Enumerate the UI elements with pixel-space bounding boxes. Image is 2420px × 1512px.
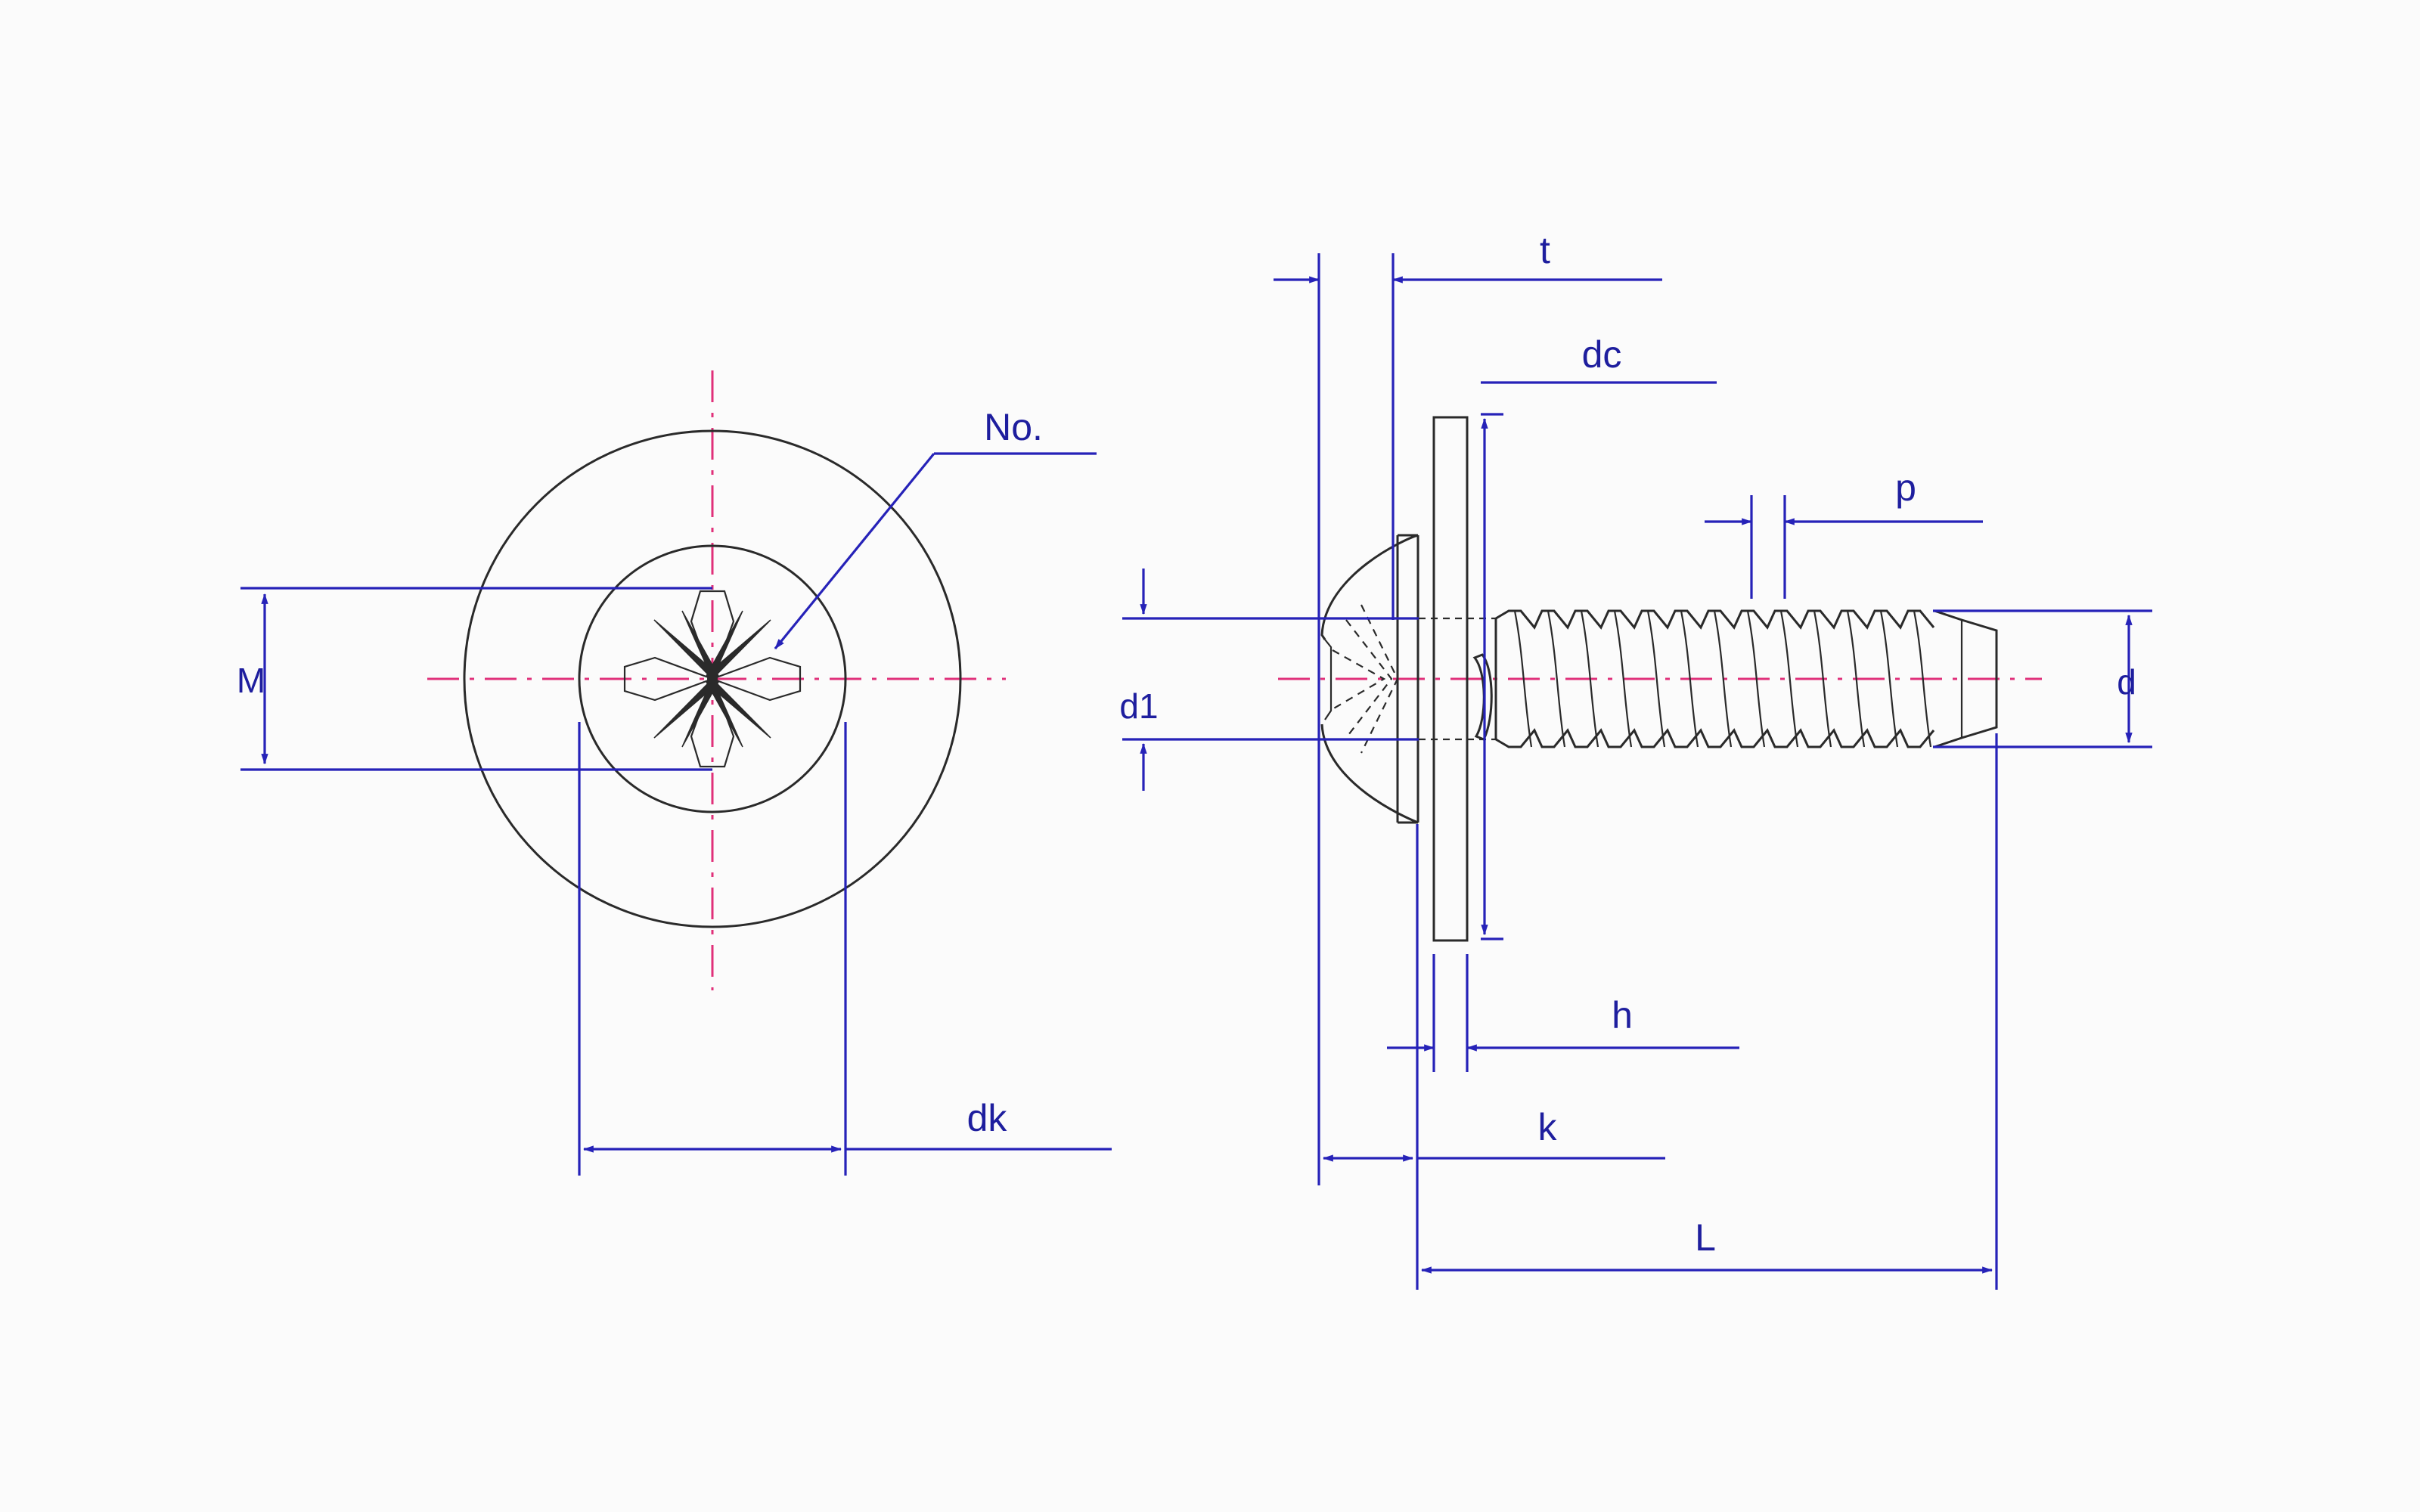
head-circle bbox=[578, 544, 847, 813]
thread-crest bbox=[1513, 610, 1533, 748]
thread-crest bbox=[1746, 610, 1766, 748]
dc-label: dc bbox=[1582, 333, 1622, 376]
thread-crest bbox=[1846, 610, 1866, 748]
k-dimension bbox=[1322, 824, 1665, 1290]
head-slot-outline bbox=[1324, 639, 1333, 720]
k-label: k bbox=[1538, 1106, 1558, 1148]
thread-profile-bottom bbox=[1495, 728, 1935, 748]
l-label: L bbox=[1695, 1216, 1716, 1259]
dc-dimension bbox=[1481, 381, 1717, 940]
side-view: t dc p d1 d bbox=[1119, 229, 2152, 1290]
threaded-shank bbox=[1494, 609, 1998, 748]
thread-crest bbox=[1779, 610, 1799, 748]
t-label: t bbox=[1540, 229, 1550, 271]
d-dimension bbox=[1933, 609, 2152, 748]
head-hidden-recess bbox=[1332, 604, 1399, 754]
d1-dimension bbox=[1122, 569, 1419, 791]
thread-crest bbox=[1580, 610, 1599, 748]
thread-crest bbox=[1547, 610, 1566, 748]
d-label: d bbox=[2117, 662, 2136, 702]
top-view: M No. dk bbox=[237, 370, 1112, 1176]
thread-crest bbox=[1713, 610, 1733, 748]
dk-label: dk bbox=[967, 1097, 1008, 1139]
thread-crest bbox=[1680, 610, 1699, 748]
washer-outer-circle bbox=[463, 429, 962, 928]
lock-tooth bbox=[1472, 653, 1493, 741]
m-dimension bbox=[240, 587, 712, 771]
thread-profile-top bbox=[1495, 609, 1935, 630]
thread-crest bbox=[1913, 610, 1932, 748]
p-label: p bbox=[1895, 466, 1916, 509]
pozidriv-recess-icon bbox=[623, 590, 802, 768]
dk-dimension bbox=[578, 722, 1112, 1176]
h-dimension bbox=[1387, 954, 1739, 1072]
recess-number-label: No. bbox=[984, 406, 1043, 448]
l-dimension bbox=[1420, 733, 1998, 1290]
thread-crest bbox=[1879, 610, 1899, 748]
p-dimension bbox=[1705, 495, 1983, 599]
d1-label: d1 bbox=[1119, 686, 1158, 726]
m-label: M bbox=[237, 661, 265, 700]
thread-crest bbox=[1813, 610, 1832, 748]
h-label: h bbox=[1612, 994, 1633, 1036]
thread-crest bbox=[1646, 610, 1666, 748]
thread-crest bbox=[1613, 610, 1633, 748]
recess-number-leader bbox=[774, 452, 1097, 650]
washer-flange bbox=[1432, 416, 1469, 942]
t-dimension bbox=[1274, 253, 1662, 1185]
